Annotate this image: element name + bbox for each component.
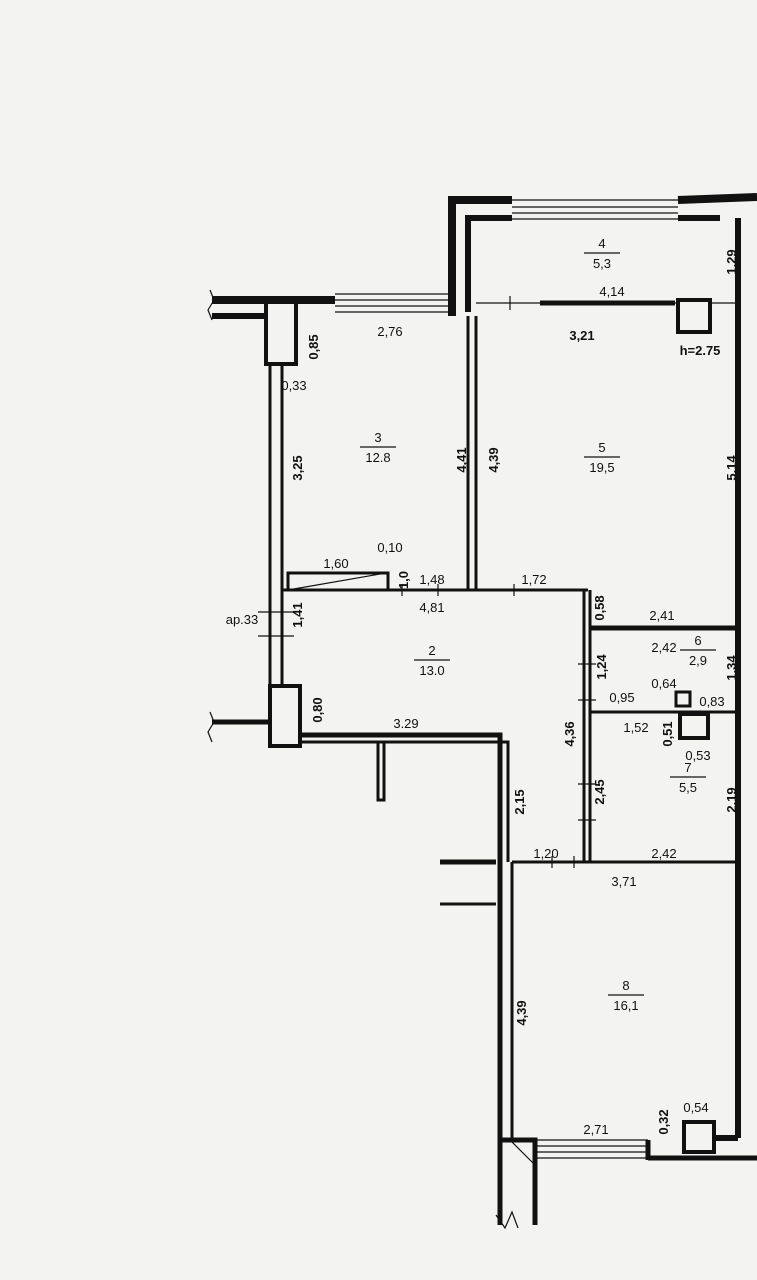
dimension-label: 0,32	[656, 1109, 671, 1134]
dimension-labels: 0,85 2,76 0,33 3,25 4,41 4,39 3,21 4,14 1,29 h=2.…	[226, 249, 739, 1137]
dimension-label: 2,41	[649, 608, 674, 623]
room-number: 6	[694, 633, 701, 648]
dimension-label: ap.33	[226, 612, 259, 627]
shaft-room7	[678, 712, 710, 740]
dimension-label: 0,80	[310, 697, 325, 722]
dimension-label: 4,39	[486, 447, 501, 472]
walls	[207, 193, 757, 1230]
dimension-label: 2,19	[724, 787, 739, 812]
dimension-label: 0,33	[281, 378, 306, 393]
dimension-label: 1,41	[290, 602, 305, 627]
room-8: 816,1	[608, 978, 644, 1013]
dimension-label: 1,20	[533, 846, 558, 861]
room-number: 5	[598, 440, 605, 455]
corridor-stub	[376, 742, 386, 802]
dimension-label: 2,76	[377, 324, 402, 339]
column-diag	[509, 1139, 536, 1166]
dimension-label: 0,58	[592, 595, 607, 620]
wall-top-right	[677, 193, 757, 204]
window-room-3	[335, 293, 448, 313]
dimension-label: 0,95	[609, 690, 634, 705]
dimension-label: 3,71	[611, 874, 636, 889]
room-2: 213.0	[414, 643, 450, 678]
wall-bottom-left-stub	[500, 1137, 538, 1225]
dimension-label: 2,45	[592, 779, 607, 804]
dimension-label: 4,39	[514, 1000, 529, 1025]
break-mark-top	[207, 289, 215, 321]
room-3: 312.8	[360, 430, 396, 465]
dimension-label: 1,48	[419, 572, 444, 587]
break-mark-left	[207, 711, 215, 743]
dimension-label: 1,24	[594, 654, 609, 680]
dimension-label: 1,29	[724, 249, 739, 274]
column-mid-left	[268, 684, 302, 748]
dimension-label: 0,54	[683, 1100, 708, 1115]
room-number: 7	[684, 760, 691, 775]
dimension-label: h=2.75	[680, 343, 721, 358]
room-number: 8	[622, 978, 629, 993]
room-area: 16,1	[613, 998, 638, 1013]
dimension-label: 0,51	[660, 721, 675, 746]
room-6: 62,9	[680, 633, 716, 668]
room-area: 5,3	[593, 256, 611, 271]
dimension-label: 2,42	[651, 640, 676, 655]
dimension-label: 0,83	[699, 694, 724, 709]
shaft-room5	[676, 298, 712, 334]
dimension-label: 1,72	[521, 572, 546, 587]
wardrobe-door	[287, 572, 387, 591]
dimension-label: 5,14	[724, 455, 739, 481]
dimension-label: 0,10	[377, 540, 402, 555]
room-area: 2,9	[689, 653, 707, 668]
dimension-label: 0,53	[685, 748, 710, 763]
dimension-label: 4,81	[419, 600, 444, 615]
dimension-label: 2,42	[651, 846, 676, 861]
corridor-wall-inner	[300, 740, 510, 862]
corridor-wall-left	[300, 732, 503, 1140]
shaft-room8	[682, 1120, 716, 1154]
dimension-label: 4,41	[454, 447, 469, 472]
dimension-label: 1,34	[724, 655, 739, 681]
room-area: 13.0	[419, 663, 444, 678]
dimension-label: 1,0	[396, 571, 411, 589]
room-area: 5,5	[679, 780, 697, 795]
room-number: 3	[374, 430, 381, 445]
dimension-label: 3,21	[569, 328, 594, 343]
room-7: 75,5	[670, 760, 706, 795]
room-4: 45,3	[584, 236, 620, 271]
wardrobe-room3	[286, 571, 390, 592]
dimension-label: 4,14	[599, 284, 624, 299]
wall-room4-left-inner	[465, 215, 512, 312]
dimension-label: 2,15	[512, 789, 527, 814]
room-5: 519,5	[584, 440, 620, 475]
dimension-label: 3.29	[393, 716, 418, 731]
window-room-8	[535, 1139, 648, 1159]
door-ticks	[258, 296, 596, 868]
room-number: 2	[428, 643, 435, 658]
wall-room4-left	[448, 196, 512, 316]
column-top-left	[264, 300, 298, 366]
dimension-label: 2,71	[583, 1122, 608, 1137]
dimension-label: 0,64	[651, 676, 676, 691]
dimension-label: 0,85	[306, 334, 321, 359]
room-area: 12.8	[365, 450, 390, 465]
room-area: 19,5	[589, 460, 614, 475]
break-mark-bottom	[495, 1210, 519, 1230]
dimension-label: 1,52	[623, 720, 648, 735]
shaft-room6	[674, 690, 692, 708]
dimension-label: 3,25	[290, 455, 305, 480]
window-room-4	[512, 199, 678, 220]
dimension-label: 1,60	[323, 556, 348, 571]
dimension-label: 4,36	[562, 721, 577, 746]
room-number: 4	[598, 236, 605, 251]
